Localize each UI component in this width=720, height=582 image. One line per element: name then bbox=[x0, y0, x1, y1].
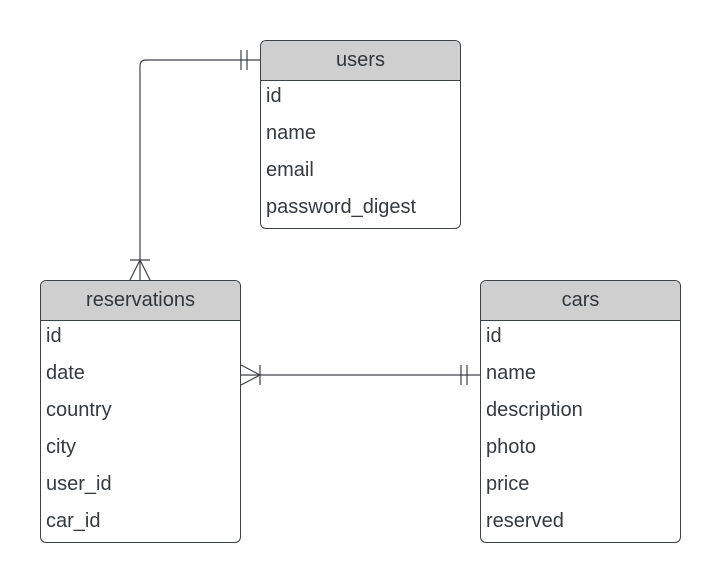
attribute-users-id: id bbox=[266, 85, 282, 107]
entity-reservations-title: reservations bbox=[41, 281, 240, 321]
attribute-reservations-date: date bbox=[46, 362, 85, 384]
one-or-many-marker-reservations-right bbox=[240, 364, 261, 386]
attribute-cars-reserved: reserved bbox=[486, 510, 564, 532]
attribute-cars-description: description bbox=[486, 399, 583, 421]
entity-reservations[interactable]: reservations id date country city user_i… bbox=[40, 280, 241, 543]
one-and-only-one-marker-cars bbox=[460, 365, 468, 385]
one-and-only-one-marker-users bbox=[240, 50, 248, 70]
attribute-users-email: email bbox=[266, 159, 314, 181]
entity-users-title: users bbox=[261, 41, 460, 81]
attribute-reservations-id: id bbox=[46, 325, 62, 347]
attribute-cars-id: id bbox=[486, 325, 502, 347]
attribute-cars-price: price bbox=[486, 473, 530, 495]
entity-cars[interactable]: cars id name description photo price res… bbox=[480, 280, 681, 543]
attribute-reservations-country: country bbox=[46, 399, 112, 421]
attribute-cars-name: name bbox=[486, 362, 537, 384]
attribute-users-password-digest: password_digest bbox=[266, 196, 417, 218]
attribute-reservations-car-id: car_id bbox=[46, 510, 101, 532]
entity-cars-title: cars bbox=[481, 281, 680, 321]
relationship-cars-reservations[interactable] bbox=[240, 364, 480, 386]
one-or-many-marker-reservations-top bbox=[129, 259, 151, 281]
relationship-users-reservations[interactable] bbox=[129, 50, 260, 281]
entity-users[interactable]: users id name email password_digest bbox=[260, 40, 461, 229]
users-reservations-line bbox=[139, 59, 260, 280]
attribute-reservations-user-id: user_id bbox=[46, 473, 112, 495]
attribute-users-name: name bbox=[266, 122, 317, 144]
attribute-reservations-city: city bbox=[46, 436, 76, 458]
attribute-cars-photo: photo bbox=[486, 436, 537, 458]
